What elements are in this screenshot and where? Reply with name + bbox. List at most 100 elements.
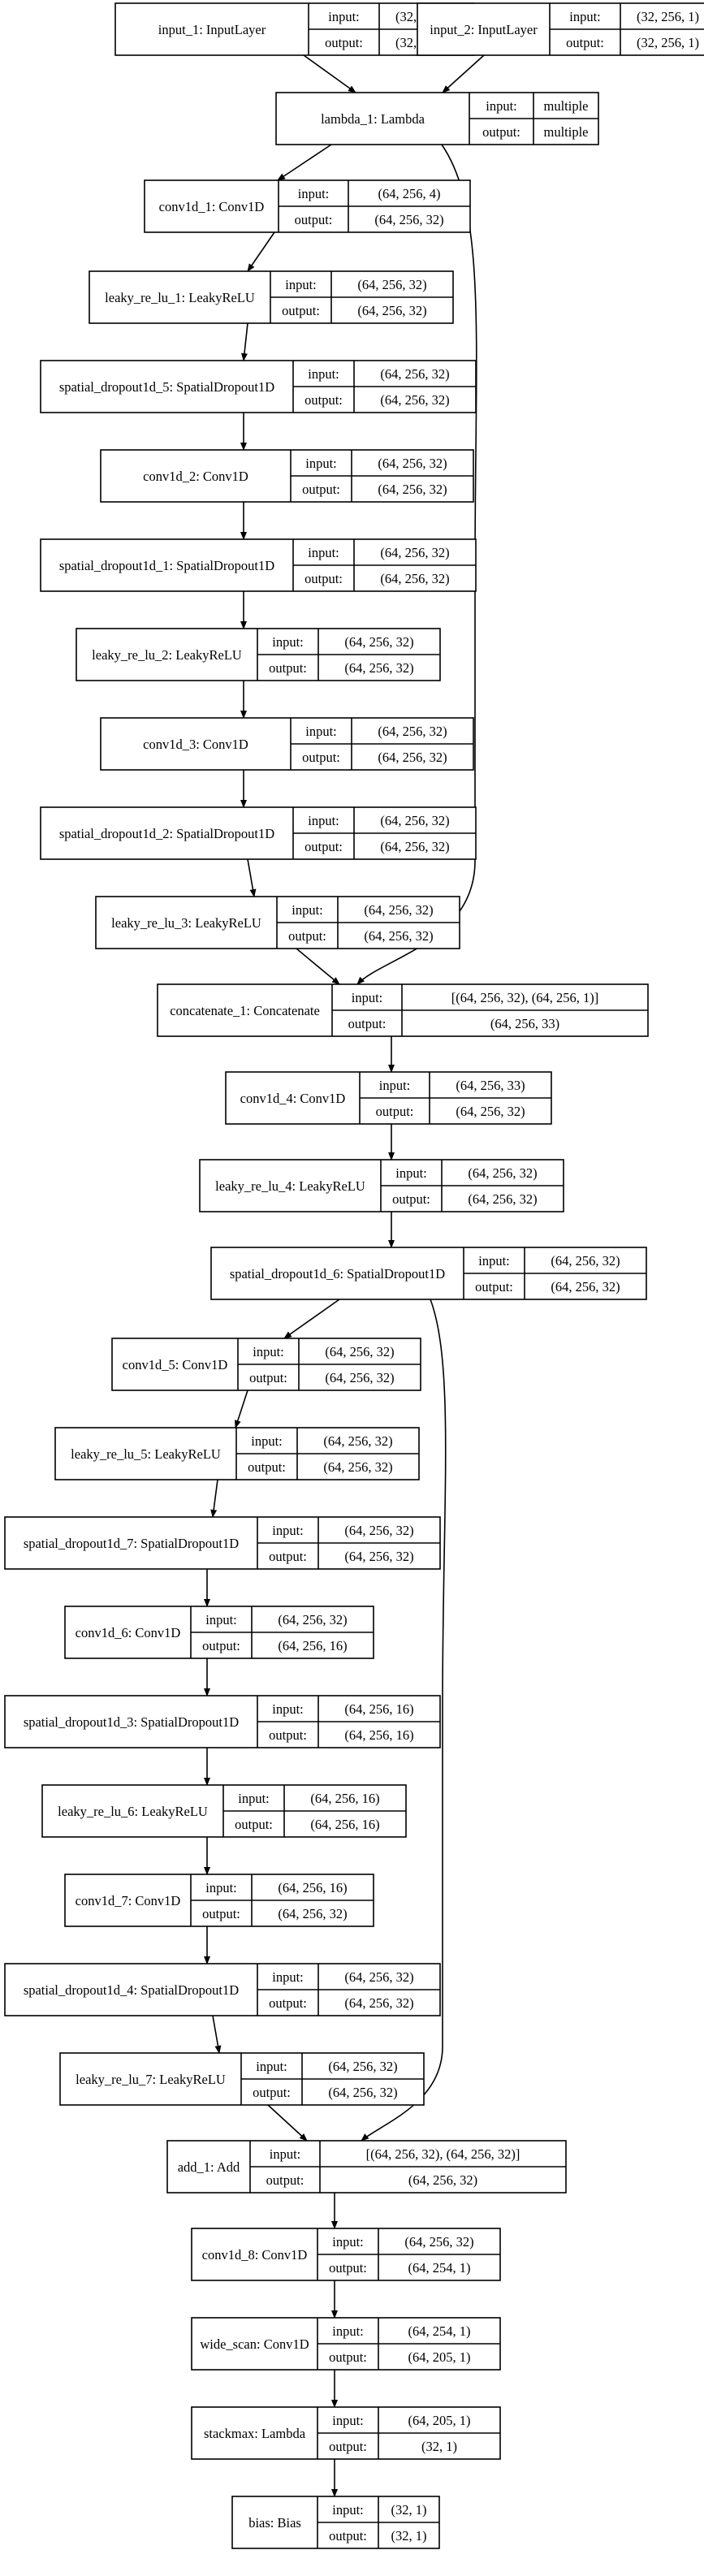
input-shape-value: (64, 256, 4) bbox=[378, 186, 441, 201]
output-shape-value: multiple bbox=[544, 124, 589, 140]
layer-name-label: conv1d_1: Conv1D bbox=[159, 199, 265, 214]
input-shape-value: (64, 256, 32) bbox=[328, 2059, 397, 2074]
output-port-label: output: bbox=[266, 2172, 304, 2188]
output-port-label: output: bbox=[376, 1104, 414, 1119]
input-shape-value: (64, 254, 1) bbox=[408, 2323, 471, 2339]
input-shape-value: (64, 256, 32) bbox=[357, 277, 426, 292]
output-port-label: output: bbox=[269, 1549, 307, 1564]
output-port-label: output: bbox=[248, 1459, 286, 1475]
input-port-label: input: bbox=[328, 9, 360, 24]
output-port-label: output: bbox=[392, 1191, 430, 1207]
layer-name-label: conv1d_2: Conv1D bbox=[143, 469, 248, 484]
output-shape-value: (64, 205, 1) bbox=[408, 2349, 471, 2365]
output-port-label: output: bbox=[325, 35, 363, 50]
input-port-label: input: bbox=[305, 724, 337, 739]
layer-name-label: conv1d_8: Conv1D bbox=[202, 2247, 308, 2263]
output-port-label: output: bbox=[269, 660, 307, 676]
layer-name-label: leaky_re_lu_2: LeakyReLU bbox=[92, 647, 242, 663]
input-port-label: input: bbox=[569, 9, 601, 24]
layer-node-leaky-re-lu-3: leaky_re_lu_3: LeakyReLUinput:output:(64… bbox=[95, 896, 460, 949]
output-port-label: output: bbox=[269, 1727, 307, 1743]
layer-name-label: leaky_re_lu_5: LeakyReLU bbox=[71, 1446, 221, 1462]
output-port-label: output: bbox=[329, 2528, 367, 2544]
output-shape-value: (64, 256, 16) bbox=[310, 1817, 379, 1832]
input-port-label: input: bbox=[256, 2059, 287, 2074]
input-port-label: input: bbox=[332, 2502, 364, 2518]
output-shape-value: (64, 256, 16) bbox=[278, 1638, 347, 1653]
input-shape-value: (64, 256, 32) bbox=[344, 1523, 413, 1538]
input-shape-value: (32, 1) bbox=[391, 2502, 427, 2518]
output-shape-value: (64, 256, 32) bbox=[378, 482, 447, 497]
output-shape-value: (32, 1) bbox=[421, 2439, 457, 2454]
input-port-label: input: bbox=[308, 366, 339, 382]
output-shape-value: (64, 256, 32) bbox=[325, 1370, 394, 1385]
layer-node-spatial-dropout1d-1: spatial_dropout1d_1: SpatialDropout1Dinp… bbox=[40, 538, 477, 592]
input-shape-value: (64, 256, 32) bbox=[404, 2234, 473, 2250]
edge-lambda-1-to-conv1d-1 bbox=[277, 144, 332, 181]
layer-node-spatial-dropout1d-7: spatial_dropout1d_7: SpatialDropout1Dinp… bbox=[4, 1516, 441, 1570]
edge-leaky-re-lu-1-to-spatial-dropout1d-5 bbox=[240, 322, 248, 361]
layer-name-label: conv1d_5: Conv1D bbox=[123, 1357, 228, 1372]
layer-name-label: leaky_re_lu_7: LeakyReLU bbox=[76, 2072, 226, 2087]
layer-name-label: stackmax: Lambda bbox=[204, 2426, 306, 2441]
output-shape-value: (64, 256, 32) bbox=[468, 1191, 537, 1207]
output-shape-value: (64, 256, 32) bbox=[344, 1995, 413, 2011]
output-port-label: output: bbox=[295, 212, 333, 227]
input-port-label: input: bbox=[272, 634, 304, 650]
output-port-label: output: bbox=[304, 392, 343, 408]
input-port-label: input: bbox=[352, 990, 383, 1005]
layer-node-lambda-1: lambda_1: Lambdainput:output:multiplemul… bbox=[275, 92, 599, 145]
input-shape-value: (64, 256, 32) bbox=[468, 1165, 537, 1181]
output-shape-value: (32, 256, 1) bbox=[637, 35, 699, 50]
output-shape-value: (64, 256, 32) bbox=[378, 750, 447, 765]
layer-node-spatial-dropout1d-2: spatial_dropout1d_2: SpatialDropout1Dinp… bbox=[40, 806, 477, 860]
output-port-label: output: bbox=[202, 1906, 240, 1921]
input-port-label: input: bbox=[253, 1344, 284, 1359]
output-port-label: output: bbox=[348, 1016, 387, 1031]
output-port-label: output: bbox=[202, 1638, 240, 1653]
output-shape-value: (64, 256, 32) bbox=[380, 571, 449, 586]
output-port-label: output: bbox=[329, 2260, 367, 2276]
input-shape-value: [(64, 256, 32), (64, 256, 32)] bbox=[366, 2146, 520, 2162]
input-port-label: input: bbox=[379, 1078, 411, 1093]
input-shape-value: (32, 256, 1) bbox=[637, 9, 699, 24]
output-port-label: output: bbox=[566, 35, 604, 50]
output-shape-value: (64, 256, 16) bbox=[344, 1727, 413, 1743]
output-shape-value: (64, 256, 32) bbox=[357, 303, 426, 318]
layer-node-leaky-re-lu-5: leaky_re_lu_5: LeakyReLUinput:output:(64… bbox=[54, 1427, 420, 1480]
layer-name-label: spatial_dropout1d_4: SpatialDropout1D bbox=[24, 1982, 239, 1998]
output-shape-value: (64, 254, 1) bbox=[408, 2260, 471, 2276]
output-port-label: output: bbox=[235, 1817, 273, 1832]
layer-node-leaky-re-lu-6: leaky_re_lu_6: LeakyReLUinput:output:(64… bbox=[41, 1784, 407, 1838]
input-port-label: input: bbox=[272, 1969, 304, 1985]
output-port-label: output: bbox=[253, 2085, 291, 2100]
layer-name-label: bias: Bias bbox=[248, 2515, 301, 2531]
input-port-label: input: bbox=[308, 545, 339, 560]
output-port-label: output: bbox=[302, 482, 340, 497]
output-port-label: output: bbox=[304, 839, 343, 854]
input-port-label: input: bbox=[292, 902, 323, 918]
output-shape-value: (64, 256, 32) bbox=[328, 2085, 397, 2100]
edge-conv1d-1-to-leaky-re-lu-1 bbox=[247, 231, 275, 272]
edge-leaky-re-lu-5-to-spatial-dropout1d-7 bbox=[210, 1479, 218, 1518]
layer-node-concatenate-1: concatenate_1: Concatenateinput:output:[… bbox=[157, 983, 649, 1037]
output-port-label: output: bbox=[304, 571, 343, 586]
edge-leaky-re-lu-3-to-concatenate-1 bbox=[296, 948, 340, 985]
input-shape-value: [(64, 256, 32), (64, 256, 1)] bbox=[451, 990, 598, 1005]
layer-name-label: input_1: InputLayer bbox=[158, 22, 266, 37]
input-shape-value: (64, 256, 16) bbox=[344, 1701, 413, 1717]
output-port-label: output: bbox=[329, 2349, 367, 2365]
edge-conv1d-5-to-leaky-re-lu-5 bbox=[234, 1390, 248, 1428]
input-shape-value: (64, 256, 32) bbox=[364, 902, 433, 918]
layer-name-label: leaky_re_lu_1: LeakyReLU bbox=[105, 290, 255, 305]
layer-node-leaky-re-lu-4: leaky_re_lu_4: LeakyReLUinput:output:(64… bbox=[199, 1159, 564, 1212]
output-port-label: output: bbox=[282, 303, 320, 318]
layer-name-label: leaky_re_lu_3: LeakyReLU bbox=[111, 915, 261, 931]
